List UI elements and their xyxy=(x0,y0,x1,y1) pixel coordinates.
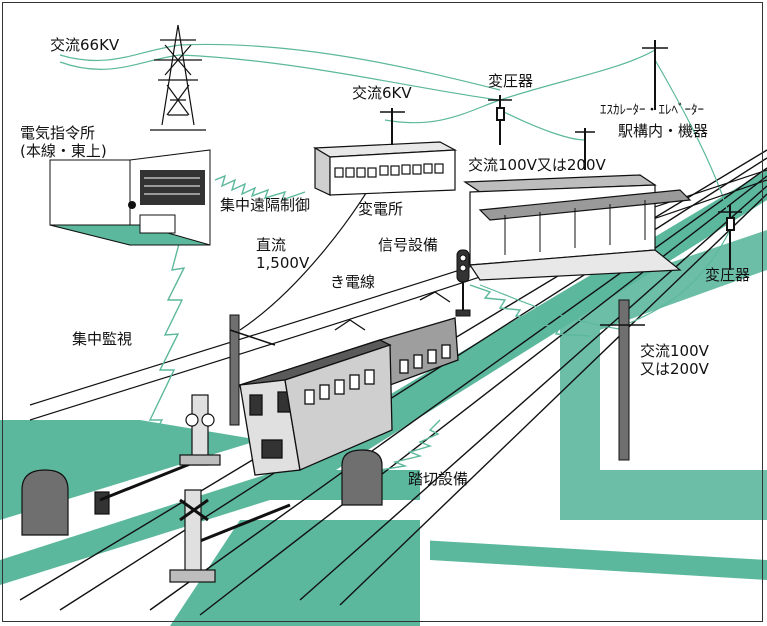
label-dc1500: 直流 1,500V xyxy=(256,236,310,272)
label-ac6kv: 交流6KV xyxy=(352,84,412,102)
control-panel xyxy=(140,170,205,205)
wire-66kv-1 xyxy=(59,43,501,91)
wire-right-3 xyxy=(479,284,626,331)
zigzag-remote-control xyxy=(214,174,306,202)
substation-building xyxy=(312,141,458,196)
crossing-cabinet-left xyxy=(21,469,69,536)
pole-catenary xyxy=(229,314,240,426)
zigzag-monitoring xyxy=(139,239,186,461)
label-ac100-200: 交流100V又は200V xyxy=(468,156,606,174)
label-ac66kv: 交流66KV xyxy=(50,36,120,54)
label-station-equipment: 駅構内・機器 xyxy=(618,122,709,140)
ground-crossing-green xyxy=(170,520,420,626)
telecom-zigzags xyxy=(139,174,591,471)
wire-right-2 xyxy=(624,229,731,326)
wire-66kv-2 xyxy=(59,54,501,101)
label-crossing-equipment: 踏切設備 xyxy=(408,470,469,488)
label-ac100-200-right: 交流100V 又は200V xyxy=(640,342,709,378)
command-center-room xyxy=(49,149,211,246)
zigzag-crossing xyxy=(379,419,441,471)
train xyxy=(239,291,459,476)
label-transformer-top: 変圧器 xyxy=(488,72,534,90)
label-monitoring: 集中監視 xyxy=(72,330,133,348)
railway-signal xyxy=(455,249,471,317)
wire-to-station xyxy=(499,109,586,141)
label-substation: 変電所 xyxy=(358,200,404,218)
label-remote-control: 集中遠隔制御 xyxy=(220,196,311,214)
label-transformer-right: 変圧器 xyxy=(705,266,751,284)
label-signal-equipment: 信号設備 xyxy=(378,236,439,254)
wire-right-1 xyxy=(654,59,731,221)
operator-desk xyxy=(139,214,176,234)
operator-person xyxy=(128,201,136,209)
crossing-cabinet-right xyxy=(341,449,383,506)
utility-poles xyxy=(229,40,742,461)
station-building xyxy=(463,174,692,281)
pole-right-tall xyxy=(618,299,630,461)
ground-right-white xyxy=(600,270,767,470)
label-command-center: 電気指令所 (本線・東上) xyxy=(20,124,107,160)
zigzag-signal xyxy=(469,284,591,337)
label-catenary: き電線 xyxy=(330,273,376,291)
level-crossing xyxy=(21,394,383,583)
label-escalator: ｴｽｶﾚｰﾀｰ・ｴﾚﾍﾞｰﾀｰ xyxy=(600,103,705,118)
transmission-tower xyxy=(150,24,206,131)
